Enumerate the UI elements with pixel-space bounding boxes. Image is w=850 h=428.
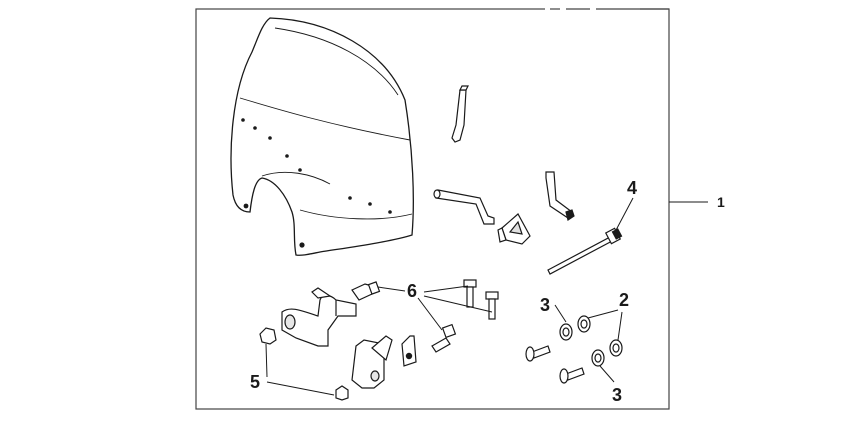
left-mount-bracket (281, 287, 357, 347)
bolt-part (351, 279, 499, 353)
leader-lines-5 (265, 343, 335, 396)
assembly-frame (195, 8, 670, 410)
callout-2: 2 (619, 290, 630, 310)
upper-stay-rod (451, 85, 469, 143)
triangle-clip (497, 213, 531, 245)
leader-lines-6 (377, 285, 493, 331)
tie-strap (547, 227, 623, 275)
windscreen (230, 17, 414, 256)
callout-6: 6 (407, 281, 418, 301)
leader-line-4 (614, 197, 634, 233)
l-stay-rod (545, 171, 575, 221)
callout-3-bottom: 3 (612, 385, 623, 405)
callout-3-top: 3 (540, 295, 551, 315)
leader-lines-2-3 (554, 304, 623, 383)
lower-mount-bracket (351, 335, 393, 389)
rubber-washer-set (525, 315, 623, 384)
small-bracket (401, 335, 417, 367)
nut-part (259, 327, 349, 401)
callout-1: 1 (717, 194, 725, 210)
side-stay (433, 189, 495, 225)
windscreen-mount-holes (241, 118, 392, 248)
callout-4: 4 (627, 178, 638, 198)
callout-5: 5 (250, 372, 261, 392)
